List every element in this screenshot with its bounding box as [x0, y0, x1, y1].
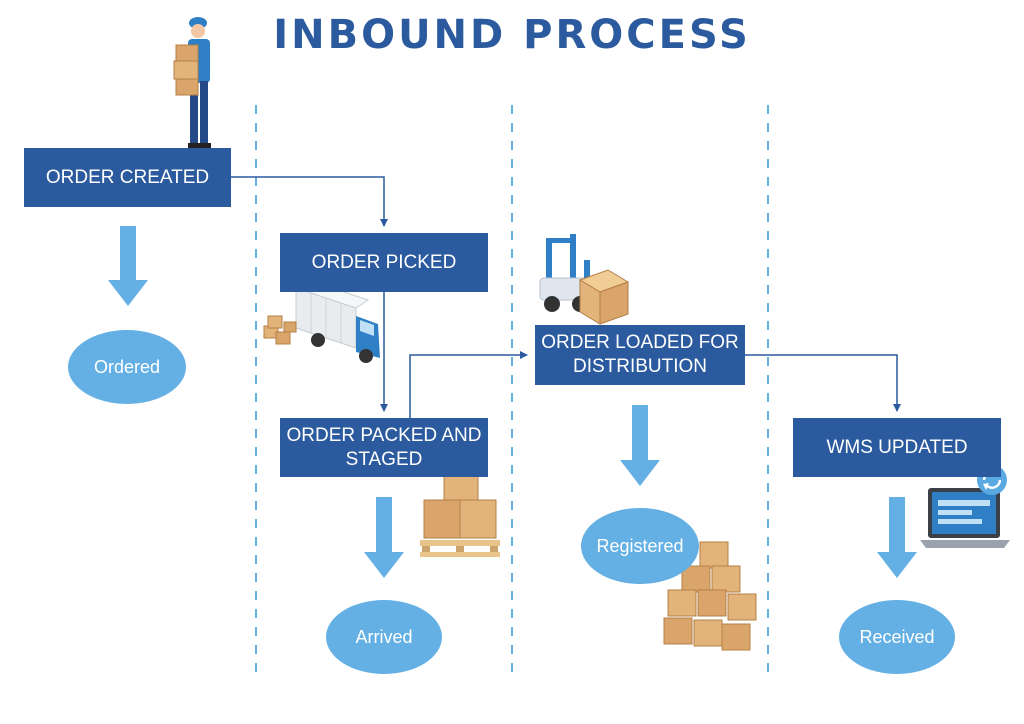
- down-arrow-arrived: [364, 497, 404, 578]
- step-label: ORDER CREATED: [45, 166, 210, 188]
- down-arrow-received: [877, 497, 917, 578]
- step-label: WMS UPDATED: [826, 436, 968, 458]
- step-order-loaded-for-distribution: ORDER LOADED FOR DISTRIBUTION: [535, 325, 745, 385]
- status-received: Received: [839, 600, 955, 674]
- worker-carrying-boxes-icon: [173, 17, 211, 148]
- step-label: ORDER PACKED AND STAGED: [286, 424, 482, 470]
- step-wms-updated: WMS UPDATED: [793, 418, 1001, 477]
- diagram-title: INBOUND PROCESS: [273, 12, 751, 58]
- step-label: ORDER PICKED: [311, 251, 457, 273]
- status-arrived: Arrived: [326, 600, 442, 674]
- step-label: ORDER LOADED FOR DISTRIBUTION: [541, 332, 739, 377]
- connector-created-to-picked: [231, 176, 388, 227]
- step-order-created: ORDER CREATED: [24, 148, 231, 207]
- status-label: Registered: [596, 535, 684, 556]
- status-registered: Registered: [581, 508, 699, 584]
- forklift-icon: [539, 234, 630, 325]
- connector-loaded-to-wms: [745, 354, 901, 412]
- step-order-packed-and-staged: ORDER PACKED AND STAGED: [280, 418, 488, 477]
- status-ordered: Ordered: [68, 330, 186, 404]
- down-arrow-ordered: [108, 226, 148, 306]
- delivery-truck-icon: [263, 279, 380, 363]
- stacked-boxes-icon: [663, 541, 757, 651]
- connector-packed-to-loaded: [409, 351, 528, 418]
- status-label: Received: [859, 626, 935, 647]
- status-label: Ordered: [93, 356, 161, 377]
- laptop-sync-icon: [920, 465, 1010, 548]
- status-label: Arrived: [355, 626, 413, 647]
- pallet-boxes-icon: [420, 469, 500, 557]
- step-order-picked: ORDER PICKED: [280, 233, 488, 292]
- down-arrow-registered: [620, 405, 660, 486]
